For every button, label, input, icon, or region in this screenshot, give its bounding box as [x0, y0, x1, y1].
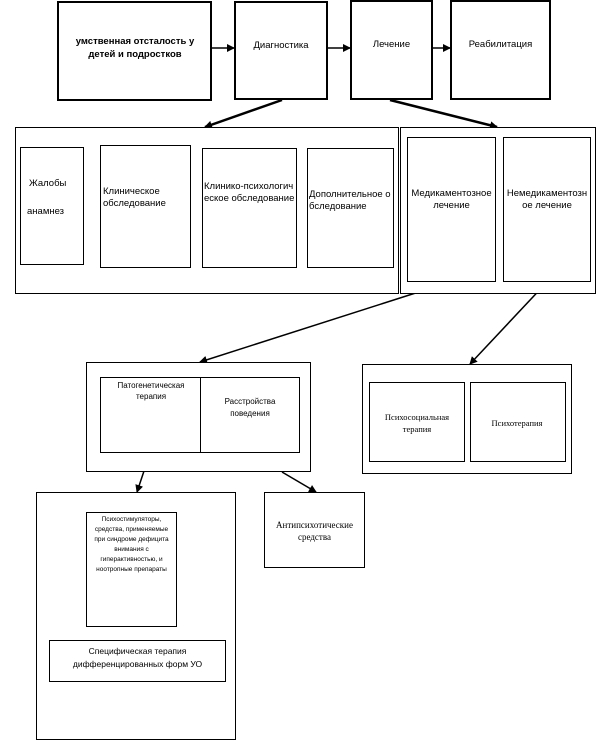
nondrug-treatment-box: Немедикаментозное лечение — [503, 137, 591, 282]
behavior-label: Расстройства поведения — [224, 397, 276, 418]
specific-therapy-label: Специфическая терапия дифференцированных… — [72, 646, 203, 669]
patho-box: Патогенетическая терапия — [100, 377, 202, 453]
specific-therapy-box: Специфическая терапия дифференцированных… — [49, 640, 226, 682]
complaints-box: Жалобы анамнез — [20, 147, 84, 265]
complaints-label: Жалобы — [29, 178, 67, 189]
stimulants-box: Психостимуляторы, средства, применяемые … — [86, 512, 177, 627]
arrow-treatment-down — [389, 98, 498, 130]
nondrug-treatment-label: Немедикаментозное лечение — [506, 188, 588, 211]
treatment-label: Лечение — [372, 39, 411, 50]
rehab-label: Реабилитация — [468, 39, 533, 50]
drug-treatment-label: Медикаментозное лечение — [411, 188, 492, 211]
arrow-behav-to-antipsych — [281, 471, 317, 493]
arrow-diagnostics-down — [204, 98, 283, 129]
clinical-label: Клиническое обследование — [103, 186, 166, 209]
arrow-nondrug-to-psych — [469, 281, 548, 365]
drug-treatment-box: Медикаментозное лечение — [407, 137, 496, 282]
stimulants-label: Психостимуляторы, средства, применяемые … — [94, 516, 169, 573]
additional-label: Дополнительное обследование — [309, 189, 391, 212]
arrow-drug-to-patho — [199, 281, 451, 364]
diagnostics-box: Диагностика — [234, 1, 328, 100]
diagnostics-label: Диагностика — [253, 40, 309, 51]
antipsychotic-box: Антипсихотические средства — [264, 492, 365, 568]
psychosocial-box: Психосоциальная терапия — [369, 382, 465, 462]
psychotherapy-label: Психотерапия — [491, 418, 543, 428]
patho-label: Патогенетическая терапия — [117, 381, 185, 401]
clinpsy-label: Клинико-психологическое обследование — [204, 181, 295, 204]
behavior-box: Расстройства поведения — [200, 377, 300, 453]
clinpsy-box: Клинико-психологическое обследование — [202, 148, 297, 268]
additional-box: Дополнительное обследование — [307, 148, 394, 268]
psychotherapy-box: Психотерапия — [470, 382, 566, 462]
treatment-box: Лечение — [350, 0, 433, 100]
main-condition-label: умственная отсталость у детей и подростк… — [75, 36, 195, 60]
main-condition-box: умственная отсталость у детей и подростк… — [57, 1, 212, 101]
anamnesis-label: анамнез — [27, 206, 65, 217]
antipsychotic-label: Антипсихотические средства — [276, 520, 353, 542]
rehab-box: Реабилитация — [450, 0, 551, 100]
psychosocial-label: Психосоциальная терапия — [384, 412, 450, 434]
clinical-box: Клиническое обследование — [100, 145, 191, 268]
